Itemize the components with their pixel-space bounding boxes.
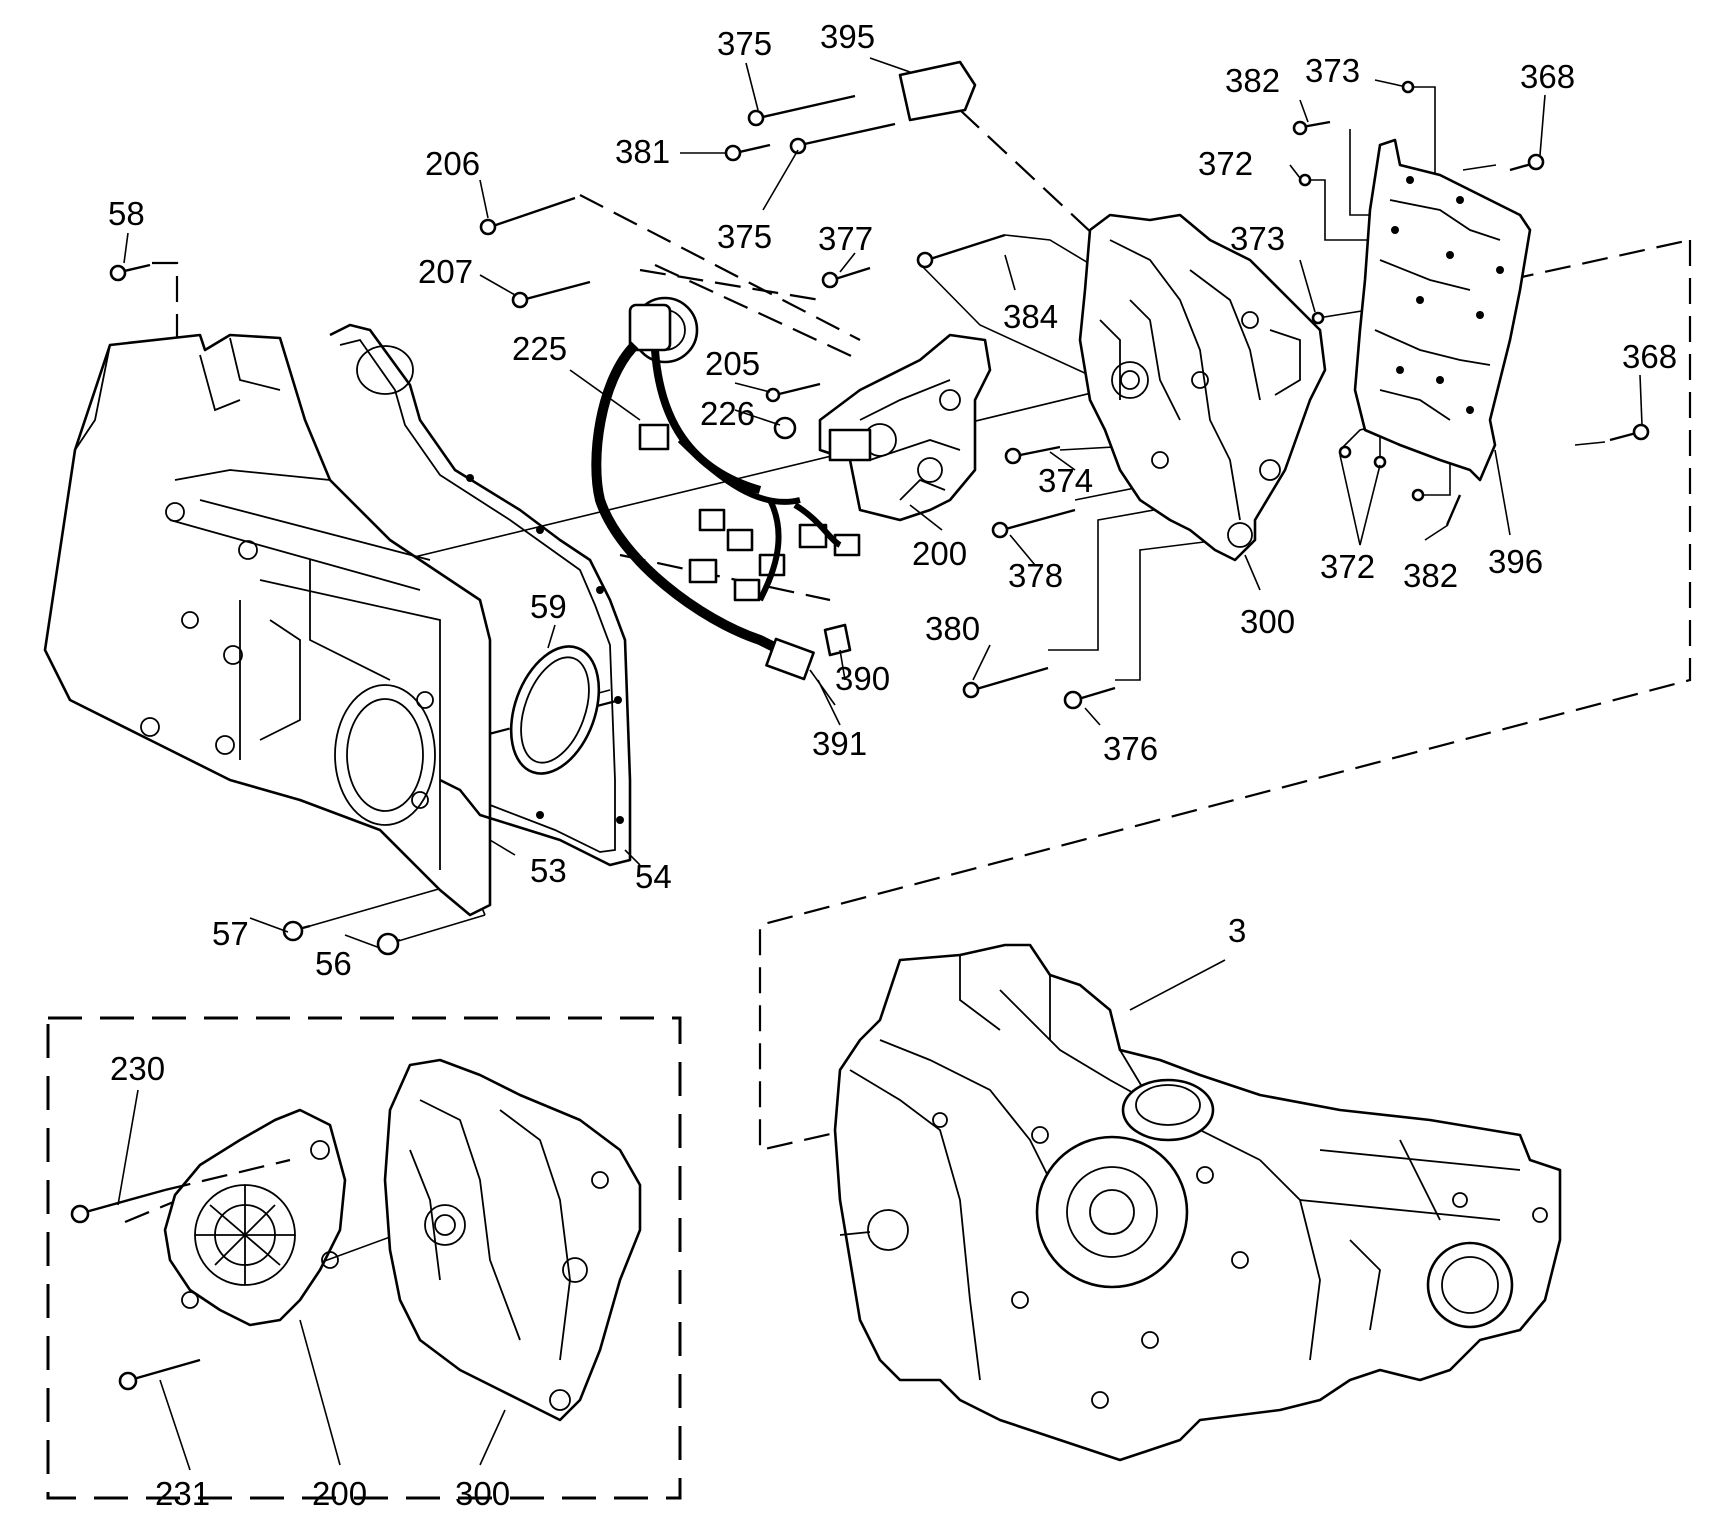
- callout-382-lower: 382: [1403, 557, 1458, 594]
- callout-230: 230: [110, 1050, 165, 1087]
- callout-376: 376: [1103, 730, 1158, 767]
- callout-380: 380: [925, 610, 980, 647]
- pump-assembly: [818, 333, 992, 522]
- valve-body: [1078, 213, 1327, 562]
- callout-207: 207: [418, 253, 473, 290]
- callout-225: 225: [512, 330, 567, 367]
- callout-300-upper: 300: [1240, 603, 1295, 640]
- callout-390: 390: [835, 660, 890, 697]
- callout-3: 3: [1228, 912, 1246, 949]
- callout-384: 384: [1003, 298, 1058, 335]
- callout-378: 378: [1008, 557, 1063, 594]
- callout-373-upper: 373: [1305, 52, 1360, 89]
- callout-374: 374: [1038, 462, 1093, 499]
- callout-56: 56: [315, 945, 352, 982]
- callout-53: 53: [530, 852, 567, 889]
- callout-377: 377: [818, 220, 873, 257]
- side-cover-gasket: [329, 323, 632, 867]
- callout-382-upper: 382: [1225, 62, 1280, 99]
- transmission-assembly: [833, 943, 1562, 1462]
- inset-valve-body: [383, 1058, 642, 1422]
- callout-231: 231: [155, 1475, 210, 1512]
- switch-and-clip: [765, 623, 852, 706]
- callout-54: 54: [635, 858, 672, 895]
- callout-381: 381: [615, 133, 670, 170]
- callout-372-lower: 372: [1320, 548, 1375, 585]
- inset-bolts: [70, 1158, 291, 1391]
- callout-59: 59: [530, 588, 567, 625]
- callout-375-upper: 375: [717, 25, 772, 62]
- inset-pump: [163, 1108, 347, 1327]
- callout-372-upper: 372: [1198, 145, 1253, 182]
- callout-368-upper: 368: [1520, 58, 1575, 95]
- callout-205: 205: [705, 345, 760, 382]
- callout-leaders: [117, 57, 1643, 1471]
- callout-57: 57: [212, 915, 249, 952]
- callout-391: 391: [812, 725, 867, 762]
- callout-373-lower: 373: [1230, 220, 1285, 257]
- callout-300-inset: 300: [455, 1475, 510, 1512]
- callout-226: 226: [700, 395, 755, 432]
- callout-395: 395: [820, 18, 875, 55]
- callout-206: 206: [425, 145, 480, 182]
- callout-396: 396: [1488, 543, 1543, 580]
- bolts: [109, 60, 1650, 956]
- callout-200-inset: 200: [312, 1475, 367, 1512]
- case-side-cover: [43, 333, 492, 917]
- callout-375-lower: 375: [717, 218, 772, 255]
- inset-frame: [46, 1016, 682, 1500]
- callout-labels: 375 395 381 375 206 58 207 377 384 225 2…: [108, 18, 1677, 1512]
- callout-200-upper: 200: [912, 535, 967, 572]
- spacer-plate: [1353, 138, 1532, 482]
- callout-58: 58: [108, 195, 145, 232]
- wiring-harness: [591, 296, 861, 665]
- seal-ring: [509, 645, 601, 775]
- callout-368-lower: 368: [1622, 338, 1677, 375]
